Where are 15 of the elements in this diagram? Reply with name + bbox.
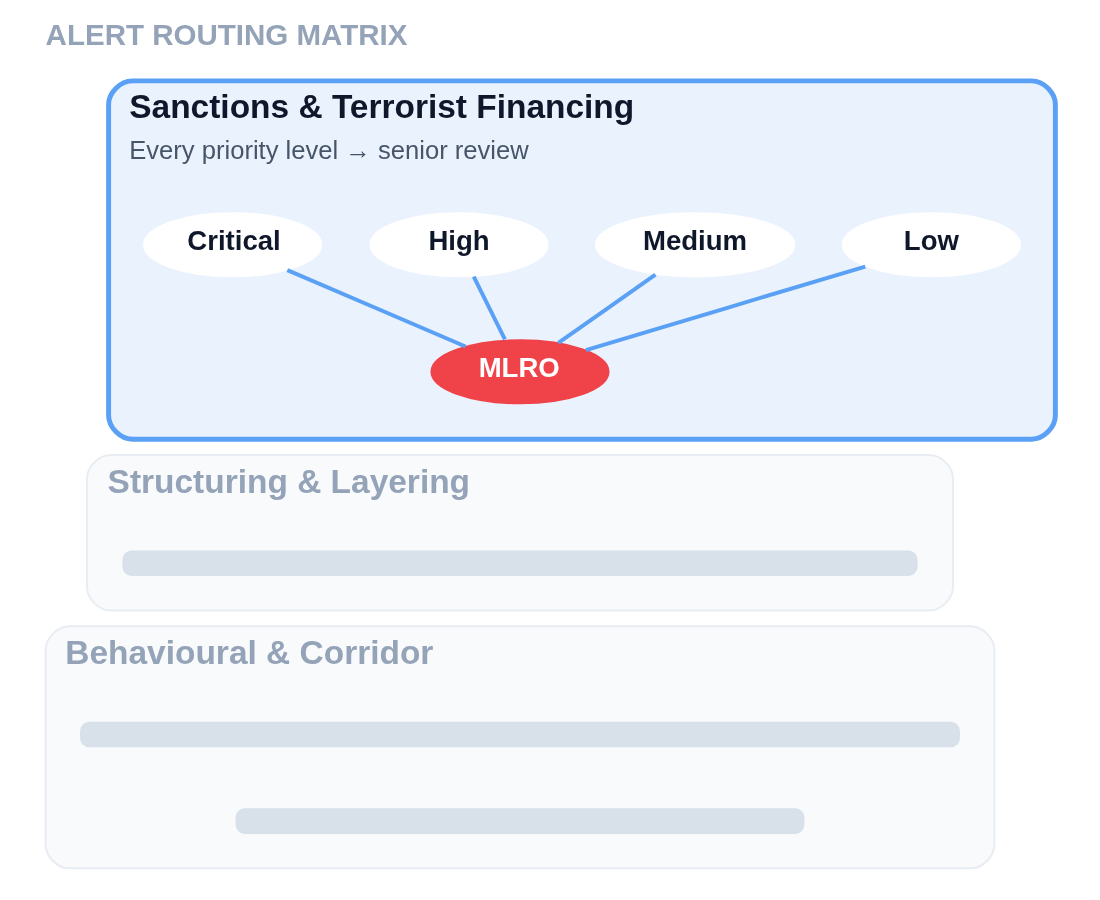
node-ellipse: Low [841, 212, 1021, 278]
node-ellipse: MLRO [429, 339, 610, 405]
node-ellipse: Critical [142, 212, 322, 278]
cluster: Structuring & Layering [85, 454, 954, 612]
cluster: Behavioural & Corridor [44, 625, 995, 870]
connector [584, 264, 866, 352]
connector [471, 275, 507, 341]
node-bar [121, 550, 918, 577]
node-ellipse: Medium [594, 212, 795, 278]
node-bar [79, 721, 960, 748]
connector [556, 273, 657, 345]
diagram-title: ALERT ROUTING MATRIX [45, 18, 407, 52]
connector [286, 268, 466, 349]
node-ellipse: High [368, 212, 549, 278]
node-bar [235, 808, 804, 834]
